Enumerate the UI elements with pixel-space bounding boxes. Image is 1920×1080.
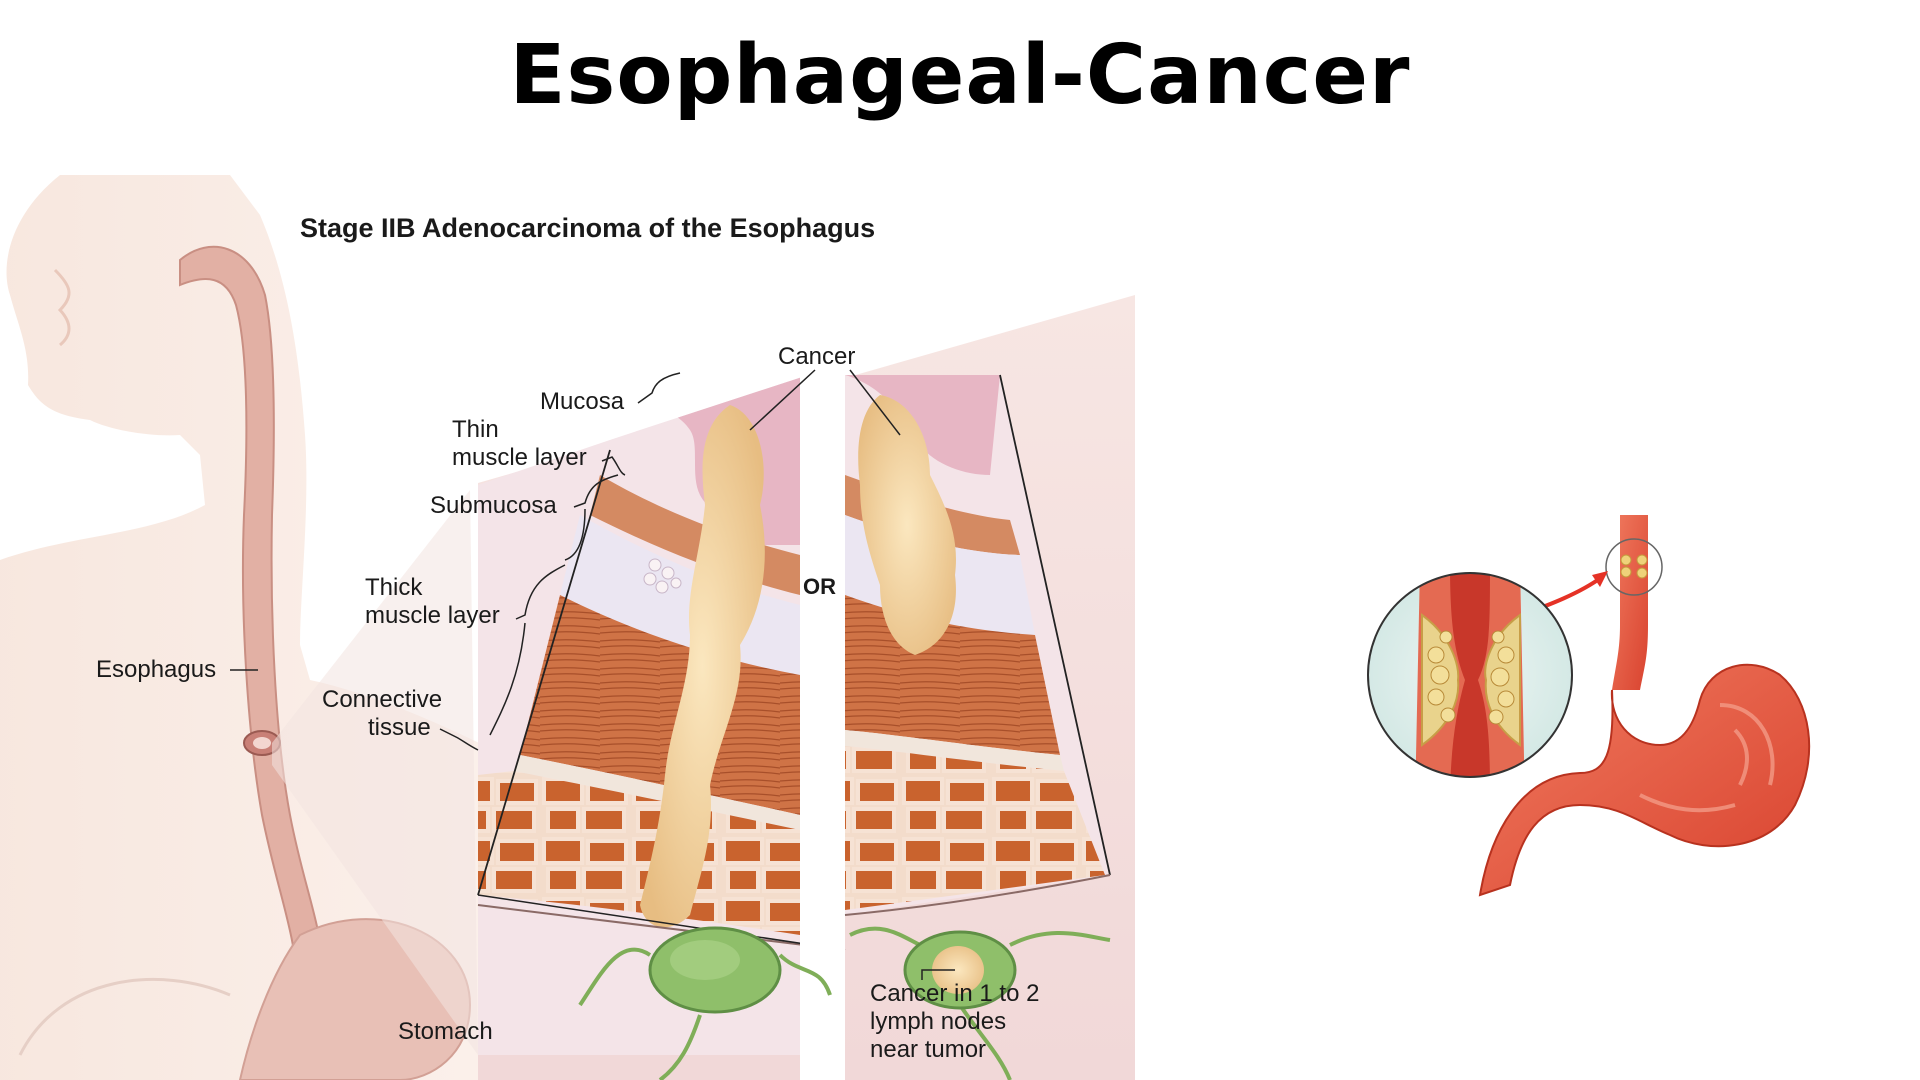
magnified-tumor-view xyxy=(1367,572,1573,778)
label-connective-1: Connective xyxy=(322,686,442,713)
stomach-body xyxy=(1478,663,1811,897)
label-thin-muscle-1: Thin xyxy=(452,416,499,443)
label-lymph-2: lymph nodes xyxy=(870,1008,1006,1035)
label-thick-muscle-1: Thick xyxy=(365,574,423,601)
section-left xyxy=(478,375,800,1055)
esophagus-cross-section-illustration: Stage IIB Adenocarcinoma of the Esophagu… xyxy=(0,175,1135,1080)
tumor-location-marker xyxy=(1605,538,1663,596)
esophagus-upper xyxy=(1612,515,1648,690)
label-lymph-1: Cancer in 1 to 2 xyxy=(870,980,1039,1007)
label-thick-muscle-2: muscle layer xyxy=(365,602,500,629)
stomach-tumor-illustration xyxy=(1367,515,1811,897)
lymph-node-left xyxy=(578,926,832,1080)
diagram-heading: Stage IIB Adenocarcinoma of the Esophagu… xyxy=(300,213,875,243)
label-esophagus: Esophagus xyxy=(96,656,216,683)
label-or: OR xyxy=(803,574,836,599)
label-connective-2: tissue xyxy=(368,714,431,741)
label-lymph-3: near tumor xyxy=(870,1036,986,1063)
label-cancer: Cancer xyxy=(778,343,855,370)
tumor-column-left xyxy=(640,405,765,928)
slide-title: Esophageal-Cancer xyxy=(509,28,1411,123)
section-right xyxy=(845,375,1110,915)
tumor-column-right xyxy=(858,395,956,655)
label-thin-muscle-2: muscle layer xyxy=(452,444,587,471)
label-stomach: Stomach xyxy=(398,1018,493,1045)
label-submucosa: Submucosa xyxy=(430,492,557,519)
label-mucosa: Mucosa xyxy=(540,388,625,415)
lymph-node-right xyxy=(849,926,1111,1080)
